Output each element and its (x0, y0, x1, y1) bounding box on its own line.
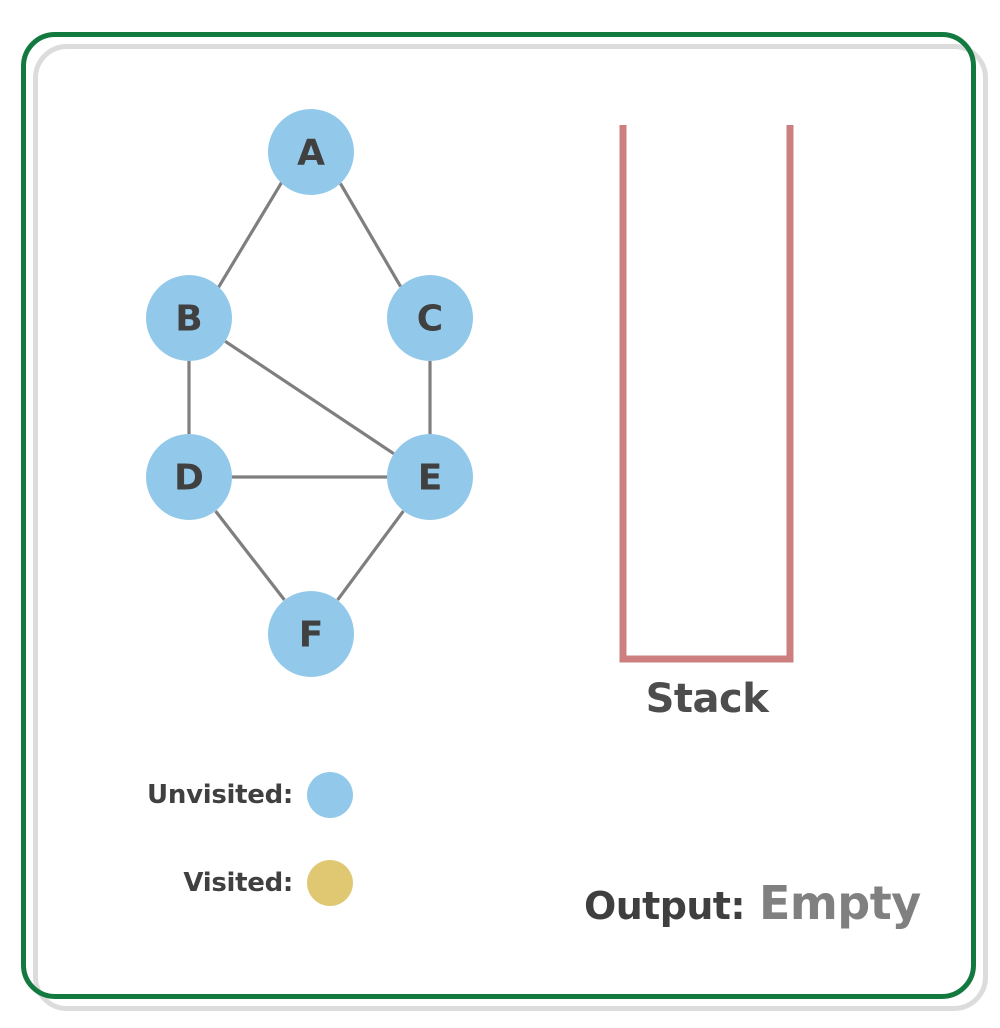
graph-nodes: A B C D E F (146, 109, 473, 677)
edge-e-f (336, 510, 405, 601)
graph-node-f[interactable]: F (268, 591, 354, 677)
graph-node-e[interactable]: E (387, 434, 473, 520)
node-f-label: F (299, 615, 324, 656)
edge-d-f (214, 510, 286, 601)
legend-visited-swatch-icon (307, 860, 353, 906)
edge-a-c (339, 182, 402, 288)
legend-item-unvisited: Unvisited: (125, 772, 353, 818)
legend-unvisited-swatch-icon (307, 772, 353, 818)
legend-item-visited: Visited: (125, 860, 353, 906)
edge-b-e (224, 339, 395, 456)
node-a-circle[interactable] (268, 109, 354, 195)
node-f-circle[interactable] (268, 591, 354, 677)
edge-a-b (216, 181, 284, 289)
stack-label: Stack (645, 676, 769, 722)
node-e-label: E (418, 458, 443, 499)
node-b-label: B (175, 299, 202, 340)
legend-unvisited-label: Unvisited: (147, 780, 293, 810)
graph-node-a[interactable]: A (268, 109, 354, 195)
legend-visited-label: Visited: (183, 868, 293, 898)
output-label: Output: (584, 884, 746, 928)
graph-node-b[interactable]: B (146, 275, 232, 361)
stack-container (619, 125, 794, 663)
node-e-circle[interactable] (387, 434, 473, 520)
node-a-label: A (297, 133, 325, 174)
node-c-circle[interactable] (387, 275, 473, 361)
graph-edges (187, 181, 432, 601)
node-d-circle[interactable] (146, 434, 232, 520)
node-c-label: C (417, 299, 443, 340)
node-d-label: D (174, 458, 204, 499)
output-row: Output: Empty (584, 876, 921, 930)
node-b-circle[interactable] (146, 275, 232, 361)
graph-node-d[interactable]: D (146, 434, 232, 520)
output-value: Empty (758, 876, 921, 930)
graph-node-c[interactable]: C (387, 275, 473, 361)
